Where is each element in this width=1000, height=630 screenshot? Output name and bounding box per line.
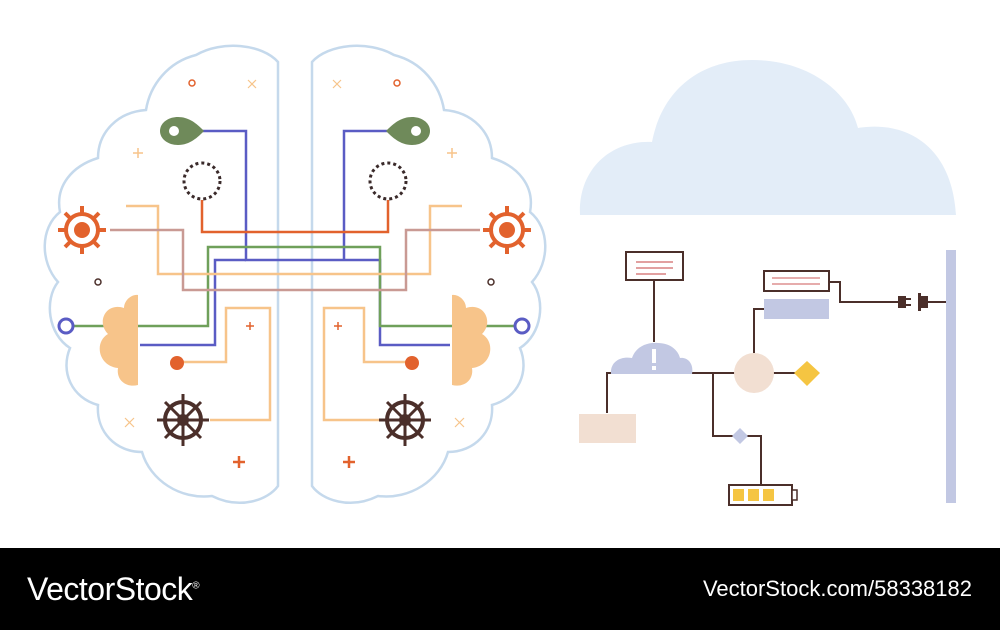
reference-url[interactable]: VectorStock.com/58338182 [702,576,972,601]
diamond-icon [732,428,748,444]
circuit-line-blue-right-top [342,129,390,260]
circuit-line-orange [200,200,390,234]
document-icon [763,270,830,292]
ship-wheel-icon [379,394,431,446]
blue-ring-terminal [57,317,75,335]
orange-dot-terminal [170,356,184,370]
circuit-line-green [72,245,515,328]
vertical-slab [946,250,956,503]
diamond-icon [794,361,820,386]
circuit-line-blue-left-bottom [140,258,246,347]
brand-registered-mark: ® [192,579,200,591]
location-pin-icon [160,117,204,145]
ship-wheel-icon [157,394,209,446]
blue-ring-terminal [513,317,531,335]
dotted-circle-icon [182,161,222,201]
circuit-line-blue-left-top [200,129,450,347]
big-cloud-shape [579,60,956,215]
warning-cloud-icon [610,342,693,374]
rose-rectangle [579,414,636,443]
brand-logo: VectorStock® [27,570,200,608]
decorative-sparkles [94,79,495,468]
circuit-line-peach-right-bottom [322,306,410,422]
orange-dot-terminal [405,356,419,370]
document-icon [625,251,684,281]
location-pin-icon [386,117,430,145]
gear-icon [483,206,531,254]
cloud-network-illustration [579,60,956,506]
circuit-line-peach-left-bottom [178,306,272,422]
gear-icon [58,206,106,254]
plug-icon [898,293,928,311]
illustration-canvas [43,44,956,506]
peach-lobe-shape [452,294,491,386]
network-connection-lines [606,280,946,485]
peach-circle-node [734,353,774,393]
battery-icon [728,484,798,506]
footer-banner: VectorStock® VectorStock.com/58338182 [0,548,1000,630]
circuit-line-peach-top [126,204,462,276]
brain-illustration [43,44,547,504]
dotted-circle-icon [368,161,408,201]
brain-circuit-lines [72,129,515,422]
circuit-line-mauve [110,228,480,292]
peach-lobe-shape [99,294,138,386]
brand-name: VectorStock [27,570,193,607]
blue-slab-node [764,299,829,319]
